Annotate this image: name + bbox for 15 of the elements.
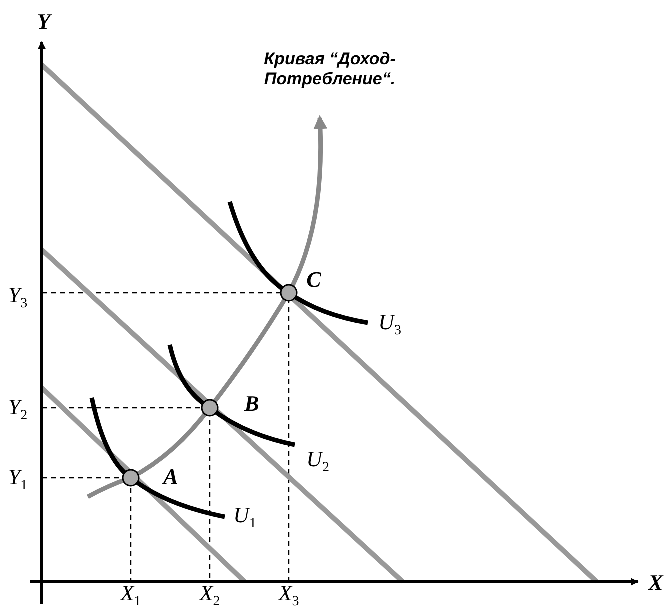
point-label: A xyxy=(164,466,178,488)
curve-label: U$_{3}$ xyxy=(378,311,402,339)
tick-label: Y$_{3}$ xyxy=(8,284,28,312)
curve-label: U$_{1}$ xyxy=(234,504,256,532)
axis-label: Y xyxy=(37,11,51,33)
point-label: C xyxy=(306,269,322,291)
axis-label: X xyxy=(648,572,664,594)
curve-label: U$_{2}$ xyxy=(306,448,330,476)
tick-label: X$_{2}$ xyxy=(200,582,220,610)
tick-label: Y$_{2}$ xyxy=(8,396,28,424)
point-label: B xyxy=(244,393,260,415)
tick-label: Y$_{1}$ xyxy=(8,466,28,494)
tick-label: X$_{3}$ xyxy=(278,582,300,610)
curve-label: Кривая “Доход-Потребление“. xyxy=(263,50,397,90)
tick-label: X$_{1}$ xyxy=(120,582,142,610)
